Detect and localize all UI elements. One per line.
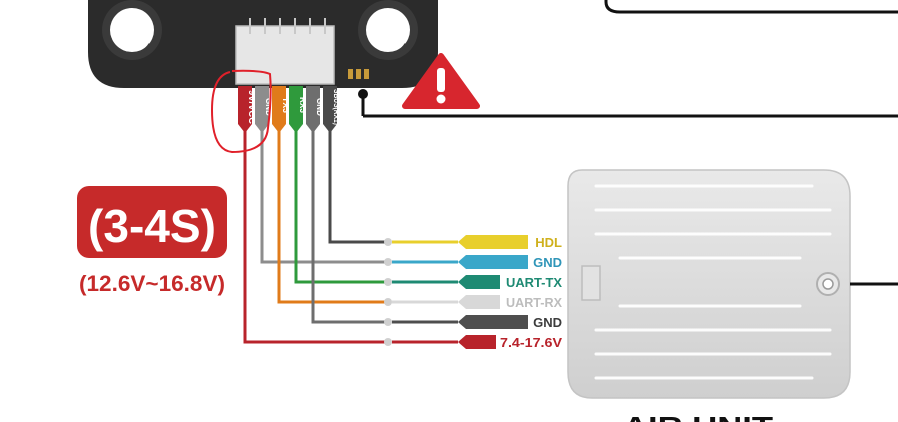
pin-label: RX3 — [298, 97, 308, 113]
pin-label: TX3 — [281, 97, 291, 113]
highlight-circle — [210, 69, 272, 154]
pin-headers: 9V/VCC GND TX3 RX3 GND SBUS(RX1) — [238, 86, 341, 133]
pin-sbus-rx1: SBUS(RX1) — [323, 86, 341, 133]
wire-labels: HDL GND UART-TX UART-RX GND 7.4-17.6V — [500, 235, 562, 350]
pin-label: GND — [264, 98, 274, 116]
warning-icon — [402, 53, 480, 109]
wire-label-hdl: HDL — [535, 235, 562, 250]
flight-controller-board — [88, 0, 438, 88]
pad-leader-line — [358, 89, 898, 118]
air-unit-port — [581, 265, 601, 301]
pin-9v-vcc: 9V/VCC — [238, 86, 257, 133]
pin-gnd-1: GND — [255, 86, 274, 133]
terminal-gnd-a — [384, 255, 528, 269]
terminal-hdl — [384, 235, 528, 249]
pin-connector — [235, 25, 335, 85]
air-unit-label: AIR UNIT — [623, 411, 773, 422]
top-right-box — [604, 0, 898, 14]
wire-label-uart-rx: UART-RX — [506, 295, 562, 310]
terminal-uart-rx — [384, 295, 500, 309]
pin-rx3: RX3 — [289, 86, 308, 133]
terminal-power — [384, 335, 496, 349]
battery-cells-text: (3-4S) — [88, 200, 216, 252]
pin-label: GND — [315, 98, 325, 116]
wire-label-voltage: 7.4-17.6V — [500, 335, 562, 350]
wire-terminals — [384, 235, 528, 349]
pin-label: 9V/VCC — [247, 90, 257, 125]
terminal-gnd-b — [384, 315, 528, 329]
pin-tx3: TX3 — [272, 86, 291, 133]
pin-label: SBUS(RX1) — [332, 89, 341, 125]
battery-spec: (3-4S) (12.6V~16.8V) — [77, 186, 227, 296]
battery-voltage-range: (12.6V~16.8V) — [79, 271, 225, 296]
terminal-uart-tx — [384, 275, 500, 289]
wire-label-gnd: GND — [533, 255, 562, 270]
wires — [243, 116, 386, 344]
air-unit — [567, 169, 898, 399]
wire-label-uart-tx: UART-TX — [506, 275, 562, 290]
wire-label-gnd: GND — [533, 315, 562, 330]
pin-gnd-2: GND — [306, 86, 325, 133]
battery-cells-badge — [77, 186, 227, 258]
